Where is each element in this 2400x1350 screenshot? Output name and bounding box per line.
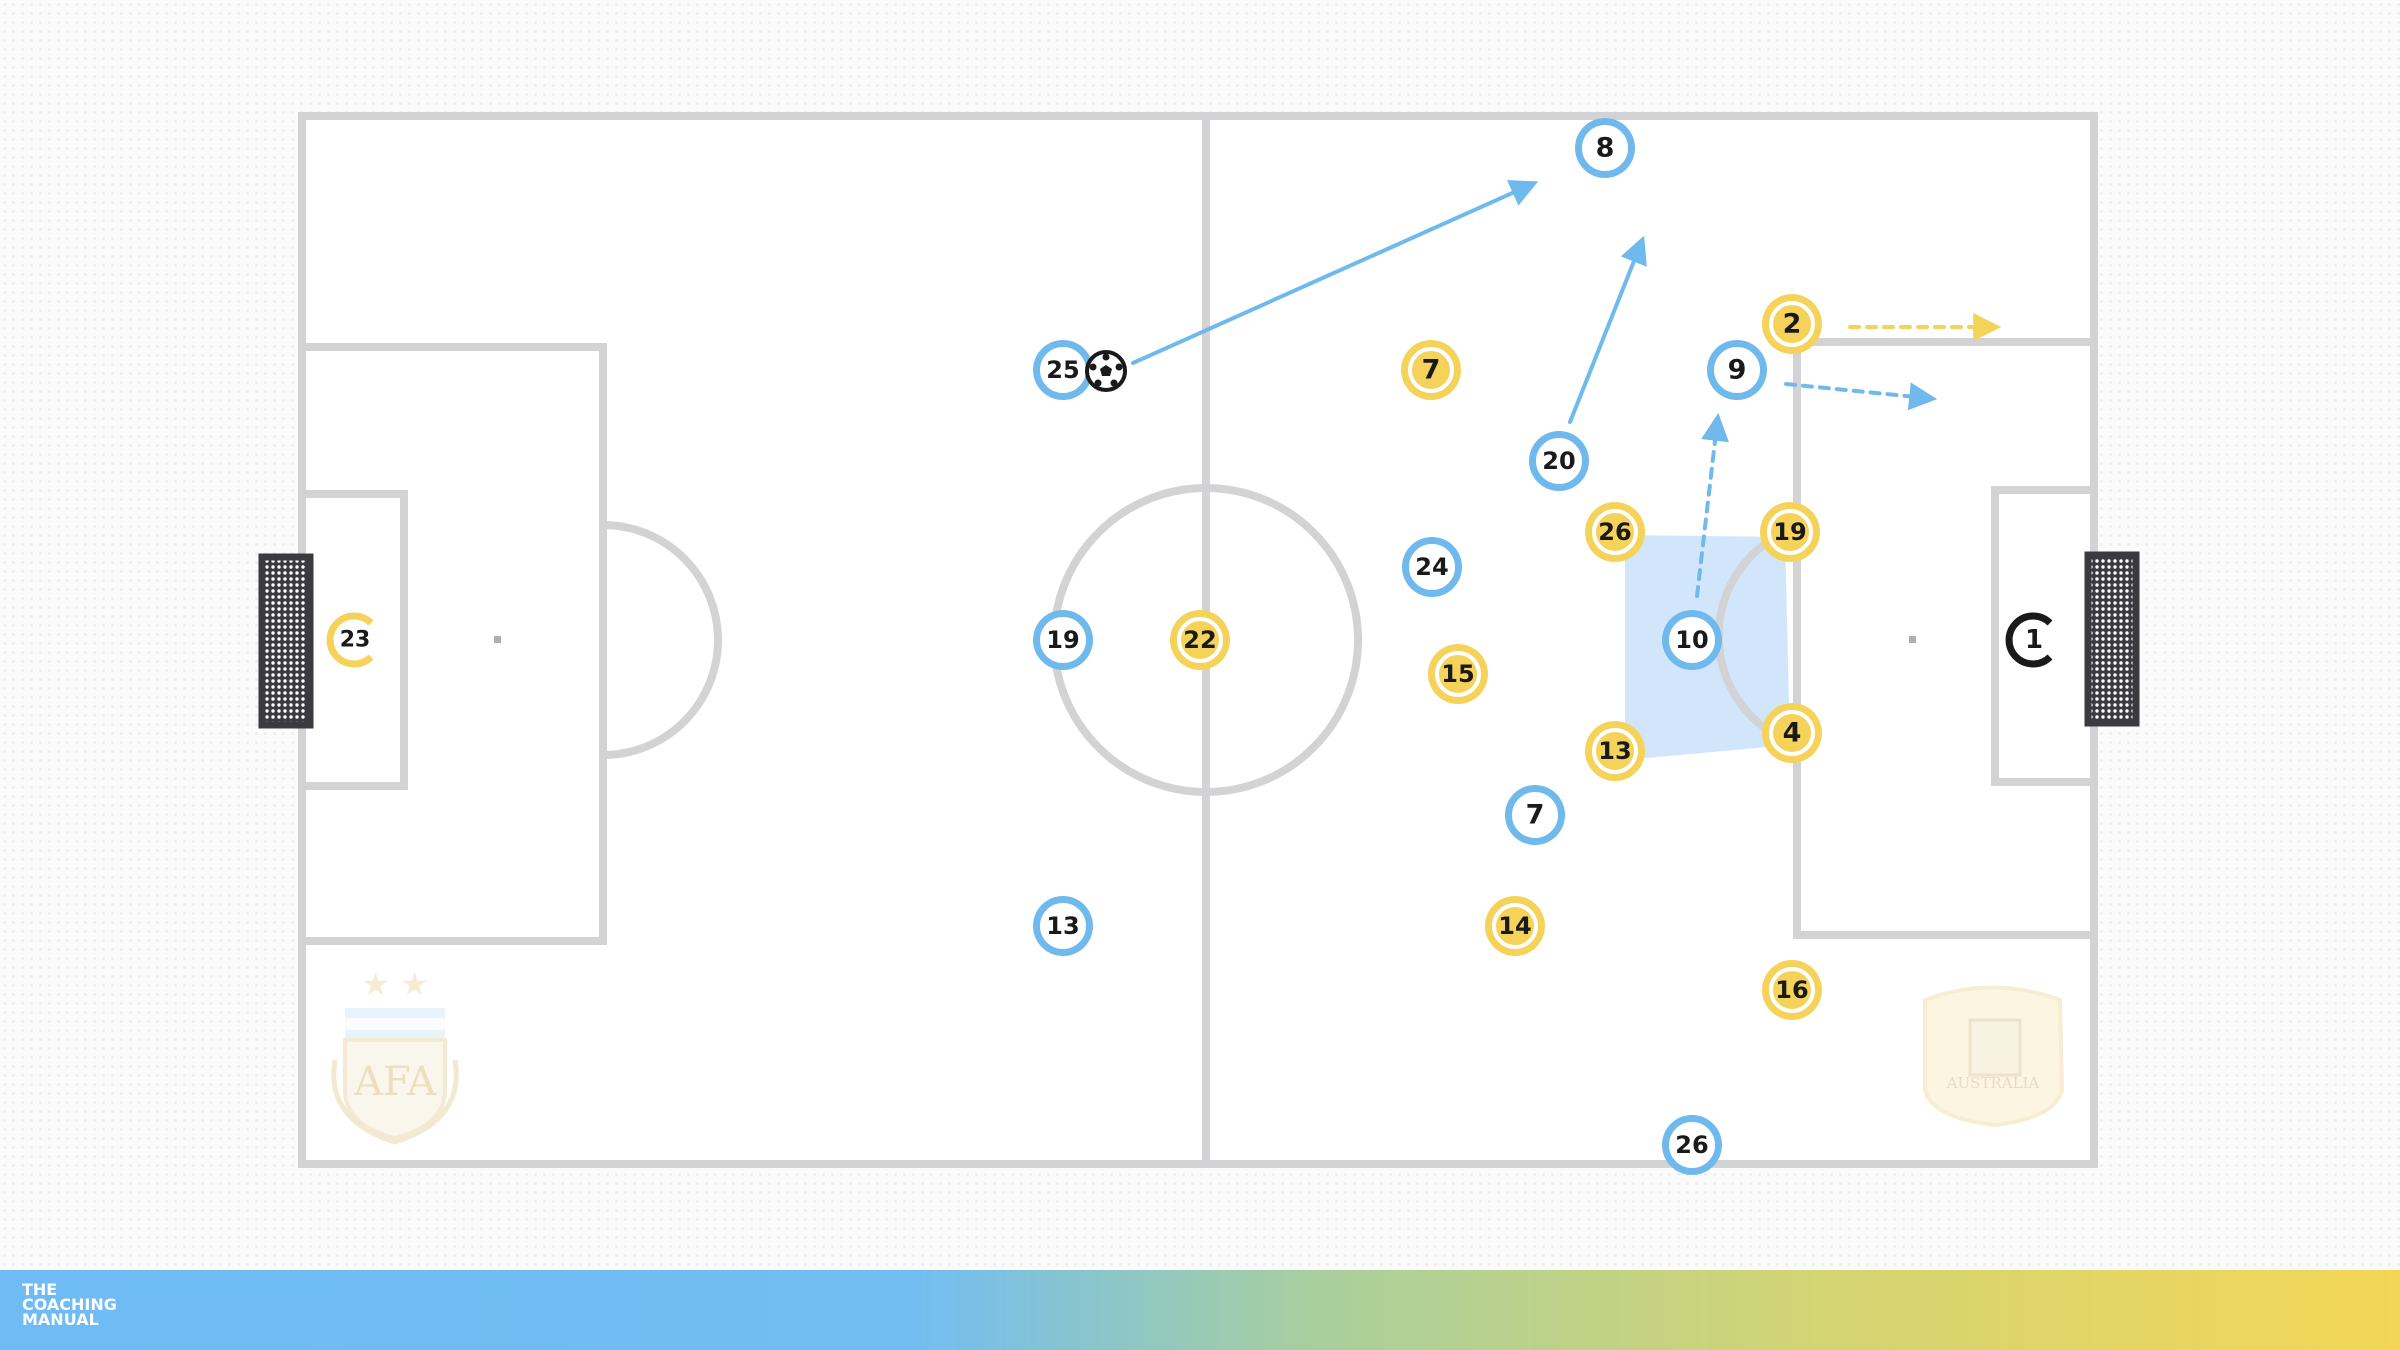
- right-penalty-spot: [1909, 636, 1916, 643]
- player-disc: [1669, 1122, 1715, 1168]
- right-goal: [2084, 551, 2140, 727]
- player-disc: [1714, 347, 1760, 393]
- player-light_blue-26[interactable]: 26: [1662, 1115, 1722, 1175]
- left-penalty-spot: [494, 636, 501, 643]
- player-number: 13: [1598, 737, 1631, 765]
- afa-crest-label: AFA: [353, 1059, 437, 1105]
- player-number: 10: [1675, 626, 1708, 654]
- player-yellow-26[interactable]: 26: [1585, 502, 1645, 562]
- player-light_blue-20[interactable]: 20: [1529, 431, 1589, 491]
- player-disc: [1769, 301, 1815, 347]
- player-yellow-4[interactable]: 4: [1762, 703, 1822, 763]
- brand-line-3: MANUAL: [22, 1310, 99, 1329]
- right-goal-area: [1991, 486, 2094, 786]
- player-disc: [1177, 617, 1223, 663]
- player-number: 13: [1046, 912, 1079, 940]
- run-arrow-20: [1568, 235, 1647, 424]
- tactics-pitch: ★ ★ AFA AUSTRALIA 8 25 20 9 24 19 10 7 13 26 1 2 7 26…: [258, 112, 2140, 1175]
- player-yellow-7[interactable]: 7: [1401, 340, 1461, 400]
- player-disc: [1409, 544, 1455, 590]
- player-disc: [1040, 617, 1086, 663]
- player-number: 7: [1526, 800, 1545, 831]
- player-number: 9: [1728, 355, 1747, 386]
- player-disc: [1435, 651, 1481, 697]
- player-disc: [1767, 509, 1813, 555]
- player-light_blue-8[interactable]: 8: [1575, 118, 1635, 178]
- player-disc: [1536, 438, 1582, 484]
- brand-line-2: COACHING: [22, 1295, 117, 1314]
- player-yellow-2[interactable]: 2: [1762, 294, 1822, 354]
- player-number: 2: [1783, 309, 1802, 340]
- left-penalty-area: [302, 343, 607, 945]
- australia-crest-label: AUSTRALIA: [1946, 1074, 2040, 1092]
- player-light_blue-13[interactable]: 13: [1033, 896, 1093, 956]
- player-light_blue-10[interactable]: 10: [1662, 610, 1722, 670]
- player-number: 22: [1183, 626, 1216, 654]
- player-number: 16: [1775, 976, 1808, 1004]
- player-yellow-15[interactable]: 15: [1428, 644, 1488, 704]
- afa-crest: ★ ★ AFA: [331, 965, 459, 1145]
- afa-crest-stars: ★ ★: [361, 965, 429, 1003]
- player-yellow-19[interactable]: 19: [1760, 502, 1820, 562]
- coaching-manual-logo: THE COACHING MANUAL: [22, 1280, 117, 1329]
- players-layer: 8 25 20 9 24 19 10 7 13 26 1 2 7 26 19 22 15 13 4 14 16 23: [326, 118, 2053, 1175]
- player-disc: [1582, 125, 1628, 171]
- player-number: 25: [1046, 356, 1079, 384]
- player-disc: [1408, 347, 1454, 393]
- player-light_blue-1[interactable]: 1: [2005, 612, 2053, 668]
- movement-arrows: [1131, 180, 2002, 598]
- player-disc: [1592, 728, 1638, 774]
- player-light_blue-24[interactable]: 24: [1402, 537, 1462, 597]
- goalkeeper-ring: [2005, 612, 2053, 668]
- player-disc: [1040, 903, 1086, 949]
- player-number: 7: [1422, 355, 1441, 386]
- footer-gradient-bar: THE COACHING MANUAL: [0, 1270, 2400, 1350]
- player-light_blue-25[interactable]: 25: [1033, 340, 1093, 400]
- player-disc: [1669, 617, 1715, 663]
- player-number: 26: [1675, 1131, 1708, 1159]
- player-number: 8: [1596, 133, 1615, 164]
- player-yellow-13[interactable]: 13: [1585, 721, 1645, 781]
- player-number: 1: [2025, 625, 2043, 655]
- australia-crest: AUSTRALIA: [1923, 985, 2065, 1128]
- player-light_blue-19[interactable]: 19: [1033, 610, 1093, 670]
- player-number: 24: [1415, 553, 1448, 581]
- player-number: 14: [1498, 912, 1531, 940]
- left-goal: [258, 553, 314, 729]
- player-disc: [1512, 792, 1558, 838]
- player-light_blue-7[interactable]: 7: [1505, 785, 1565, 845]
- right-penalty-area: [1793, 338, 2094, 939]
- player-number: 19: [1773, 518, 1806, 546]
- player-number: 15: [1441, 660, 1474, 688]
- player-number: 19: [1046, 626, 1079, 654]
- left-goal-area: [302, 490, 408, 790]
- player-disc: [1040, 347, 1086, 393]
- player-disc: [1592, 509, 1638, 555]
- player-light_blue-9[interactable]: 9: [1707, 340, 1767, 400]
- player-number: 4: [1783, 718, 1802, 749]
- pass-arrow-25: [1131, 180, 1539, 365]
- player-disc: [1769, 967, 1815, 1013]
- player-yellow-23[interactable]: 23: [326, 612, 374, 668]
- goalkeeper-ring: [326, 612, 374, 668]
- player-number: 20: [1542, 447, 1575, 475]
- left-penalty-arc: [602, 521, 722, 759]
- player-number: 26: [1598, 518, 1631, 546]
- player-yellow-14[interactable]: 14: [1485, 896, 1545, 956]
- player-yellow-16[interactable]: 16: [1762, 960, 1822, 1020]
- run-arrow-9: [1784, 382, 1938, 411]
- brand-line-1: THE: [22, 1280, 58, 1299]
- player-yellow-22[interactable]: 22: [1170, 610, 1230, 670]
- run-arrow-10: [1695, 412, 1729, 598]
- player-disc: [1492, 903, 1538, 949]
- player-disc: [1769, 710, 1815, 756]
- ball-icon[interactable]: [1085, 350, 1127, 392]
- player-number: 23: [340, 628, 371, 653]
